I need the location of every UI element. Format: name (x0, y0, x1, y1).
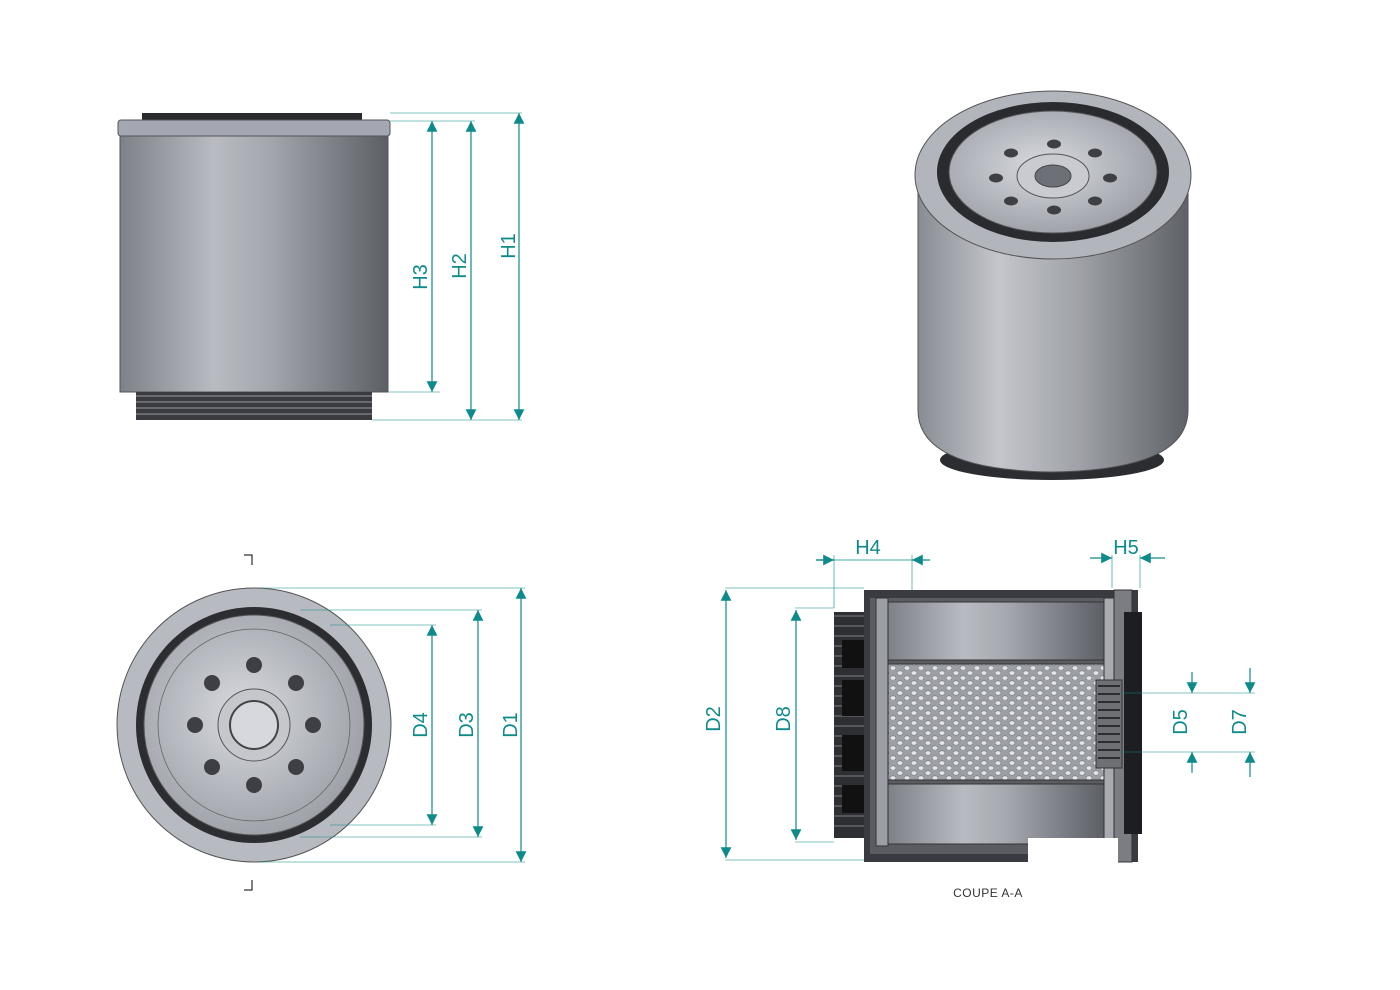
h4-label: H4 (855, 537, 881, 559)
top-view: D4 D3 D1 (116, 554, 527, 891)
iso-center-bore (1034, 164, 1072, 188)
front-view: H3 H2 H1 (117, 112, 525, 421)
section-mark-bottom (244, 880, 253, 891)
iso-view: filter-cartridge-iso-icon (914, 90, 1192, 480)
d5-label: D5 (1170, 709, 1192, 735)
section-media-top (887, 601, 1105, 661)
gasket-top (142, 113, 362, 121)
d3-label: D3 (456, 712, 478, 738)
section-view: H4 H5 D2 D8 D5 D7 COUPE A-A (703, 537, 1256, 900)
top-center-bore (229, 700, 279, 750)
section-media-bottom (887, 783, 1105, 845)
cartridge-body (119, 135, 389, 393)
h5-label: H5 (1113, 537, 1139, 559)
iso-body (917, 179, 1189, 473)
section-gasket (1124, 612, 1142, 834)
top-rim (117, 119, 391, 137)
h1-label: H1 (498, 233, 520, 259)
h2-label: H2 (449, 253, 471, 279)
section-mark-top (244, 554, 253, 565)
section-perforated-tube (883, 663, 1107, 781)
section-caption: COUPE A-A (953, 886, 1023, 900)
d7-label: D7 (1229, 709, 1251, 735)
h3-label: H3 (410, 264, 432, 290)
d8-label: D8 (773, 706, 795, 732)
d4-label: D4 (410, 712, 432, 738)
d2-label: D2 (703, 706, 725, 732)
d1-label: D1 (500, 712, 522, 738)
iso-holes (989, 139, 1117, 215)
top-holes (187, 657, 321, 793)
